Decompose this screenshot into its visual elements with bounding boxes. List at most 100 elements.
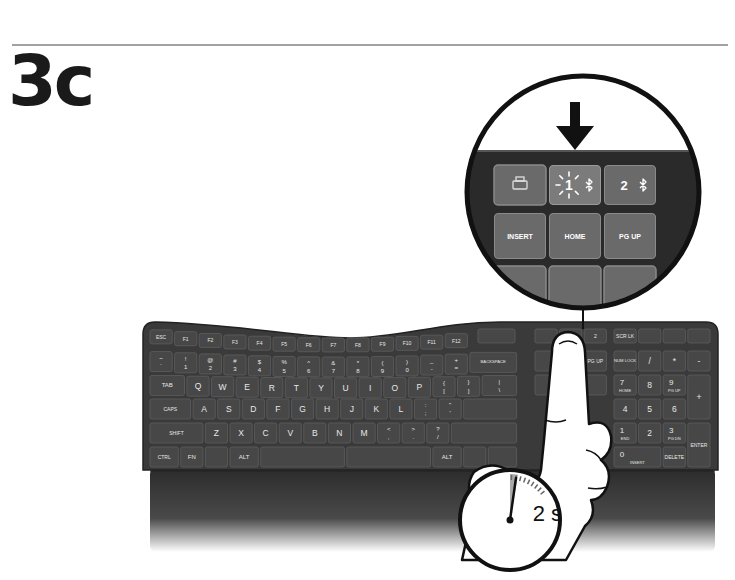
key <box>224 335 246 349</box>
press-arrow-shaft <box>570 102 580 128</box>
key-legend: PG UP <box>588 359 604 364</box>
key-legend: SCR LK <box>616 334 634 339</box>
key-legend: 8 <box>647 381 652 390</box>
ray <box>560 176 563 179</box>
key <box>464 399 517 419</box>
key <box>639 375 661 395</box>
key-legend: ALT <box>442 454 453 460</box>
key <box>663 423 685 443</box>
key <box>347 447 431 467</box>
key-legend: 2 <box>647 429 652 438</box>
key-legend: ` <box>160 363 162 369</box>
key <box>378 423 400 443</box>
key-legend: F12 <box>452 338 461 343</box>
key-legend: F3 <box>232 339 238 344</box>
key <box>451 423 516 443</box>
key-legend: ) <box>406 359 408 365</box>
key-cap: 2 <box>604 165 656 205</box>
key-legend: # <box>233 358 236 364</box>
key-legend: ! <box>185 356 187 362</box>
keyboard-body <box>143 322 718 470</box>
key-cap: HOME <box>549 213 601 259</box>
key-legend: F8 <box>355 342 361 347</box>
key <box>433 377 455 397</box>
key <box>688 375 710 419</box>
duration-label: 2 s <box>533 503 562 525</box>
key <box>371 337 393 351</box>
key <box>639 351 661 371</box>
timer-tick <box>528 480 530 484</box>
key-legend: F <box>275 405 280 414</box>
key <box>408 377 430 397</box>
key <box>614 375 636 395</box>
key <box>248 356 270 376</box>
key-legend: ' <box>450 410 451 416</box>
key <box>663 329 685 343</box>
key <box>663 351 685 371</box>
key <box>421 335 443 349</box>
key-legend: D <box>250 405 256 414</box>
key <box>199 333 221 347</box>
fingernail <box>559 341 577 344</box>
key-label: INSERT <box>507 233 533 240</box>
key-legend: L <box>399 405 404 414</box>
key-legend: ; <box>425 410 427 416</box>
key <box>347 357 369 377</box>
key-label: HOME <box>565 233 586 240</box>
key <box>445 354 467 374</box>
key <box>365 399 387 419</box>
key <box>341 399 363 419</box>
key-legend: INSERT <box>630 461 645 465</box>
ray <box>560 191 563 194</box>
timer-pivot <box>507 517 514 524</box>
timer-tick <box>520 476 521 481</box>
key <box>353 423 375 443</box>
key-legend: ? <box>436 426 439 432</box>
key <box>150 423 203 443</box>
key <box>328 423 350 443</box>
key-legend: \ <box>499 387 501 393</box>
key-legend: END <box>621 437 629 441</box>
press-arrow-head <box>556 126 594 150</box>
key <box>614 399 636 419</box>
key-label: 1 <box>565 178 573 192</box>
backlight-rays <box>556 172 578 198</box>
key <box>298 357 320 377</box>
key <box>390 399 412 419</box>
key-legend: 5 <box>647 405 652 414</box>
key-legend: 7 <box>620 379 624 387</box>
key-legend: 3 <box>669 427 673 435</box>
key <box>285 378 307 398</box>
key-cap: INSERT <box>494 213 546 259</box>
key <box>255 423 277 443</box>
key <box>273 356 295 376</box>
key-legend: 1 <box>620 427 624 435</box>
key-legend: 2 <box>209 365 212 371</box>
key <box>181 447 203 467</box>
key-legend: F7 <box>330 342 336 347</box>
key <box>261 378 283 398</box>
key-legend: F4 <box>257 341 263 346</box>
key-legend: ] <box>468 388 470 394</box>
rule-line <box>12 45 728 46</box>
key <box>402 423 424 443</box>
key-legend: + <box>696 393 701 402</box>
key-legend: TAB <box>162 382 173 388</box>
key <box>614 447 661 467</box>
key-legend: P <box>417 383 423 392</box>
key-legend: HOME <box>619 389 631 393</box>
key <box>396 336 418 350</box>
key-legend: 4 <box>258 367 261 373</box>
key <box>218 399 240 419</box>
bluetooth-icon <box>640 179 646 191</box>
key <box>279 423 301 443</box>
ray <box>556 184 560 186</box>
key <box>273 337 295 351</box>
key <box>230 423 252 443</box>
ray <box>575 191 578 194</box>
key <box>150 375 185 395</box>
key <box>371 357 393 377</box>
print-key <box>494 165 546 205</box>
key-legend: G <box>299 405 306 414</box>
